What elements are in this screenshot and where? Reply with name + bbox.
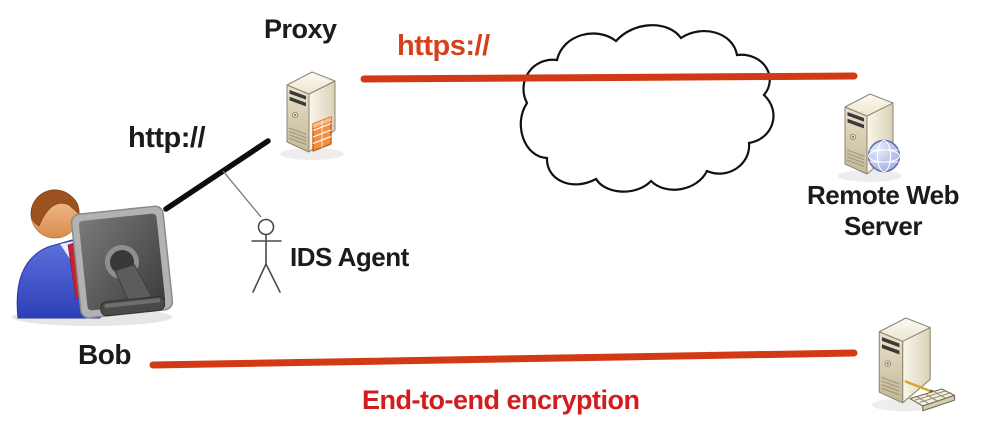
keyboard-icon (904, 380, 956, 412)
end-to-end-encryption-label: End-to-end encryption (362, 385, 640, 415)
ids-agent-icon (251, 218, 282, 293)
internet-cloud-icon (519, 24, 775, 193)
proxy-server-icon (279, 71, 345, 161)
proxy-label: Proxy (264, 14, 337, 44)
https-label: https:// (397, 30, 490, 62)
bob-workstation-icon (12, 189, 174, 326)
remote-web-server-label: Remote Web Server (807, 180, 960, 242)
firewall-icon (312, 116, 332, 152)
https-link-line (360, 72, 858, 83)
bob-label: Bob (78, 339, 131, 370)
monitor-icon (70, 205, 174, 319)
globe-icon (867, 139, 901, 173)
http-label: http:// (128, 122, 206, 154)
remote-web-server-icon (837, 93, 903, 183)
ids-agent-label: IDS Agent (290, 242, 409, 272)
end-to-end-server-icon (871, 317, 956, 412)
end-to-end-link-line (149, 349, 858, 369)
http-link-line (163, 138, 271, 212)
ids-pointer-line (222, 170, 262, 218)
